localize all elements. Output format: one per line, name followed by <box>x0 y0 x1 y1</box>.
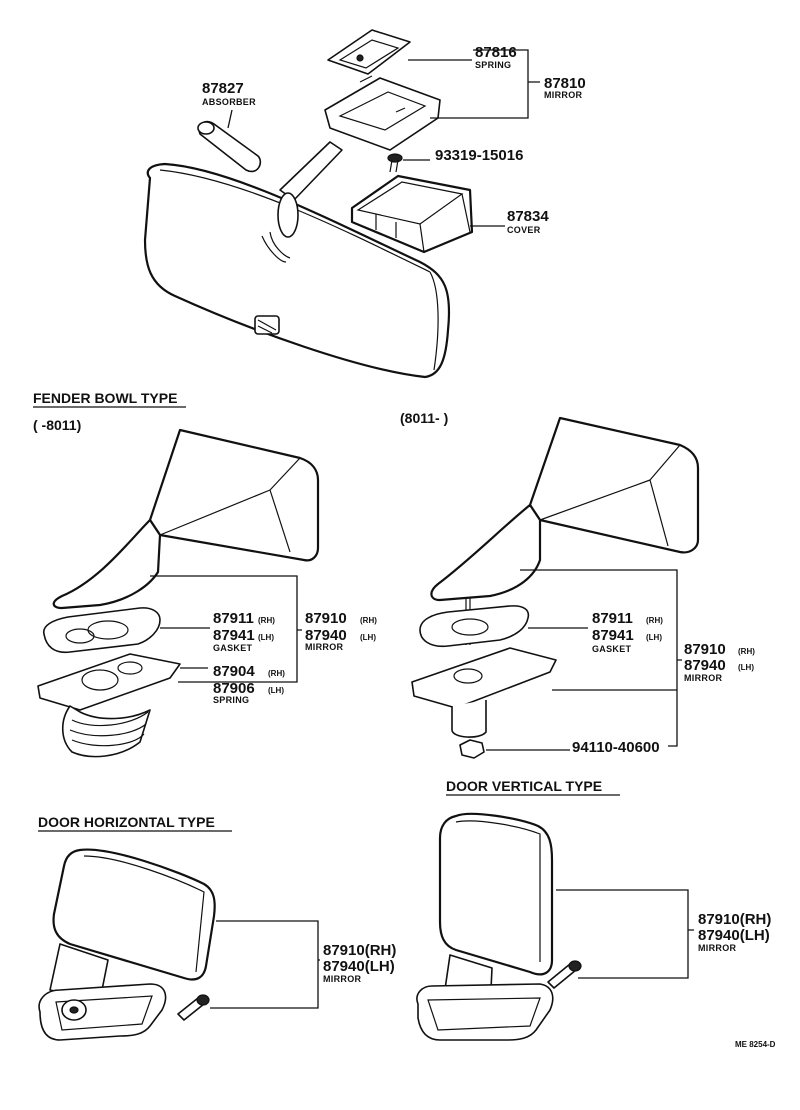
screw-93319 <box>387 153 403 173</box>
section-title-fender-bowl: FENDER BOWL TYPE <box>33 390 177 406</box>
label-87906: 87906 <box>213 680 255 697</box>
diagram-code: ME 8254-D <box>735 1040 776 1049</box>
label-87940-early: 87940 <box>305 627 347 644</box>
spring-base-87904 <box>37 653 181 711</box>
base-plate-late <box>411 647 557 709</box>
label-87827: 87827 <box>202 80 244 97</box>
mirror-stem <box>279 141 343 201</box>
door-horizontal-mirror <box>38 848 216 1041</box>
label-mirror-vertical: MIRROR <box>698 943 736 953</box>
spring-87816 <box>327 29 411 75</box>
fender-mirror-head-early <box>148 428 320 562</box>
label-rh: (RH) <box>646 616 663 625</box>
label-lh: (LH) <box>268 686 284 695</box>
fender-mirror-head-late <box>528 416 700 554</box>
fender-mirror-early <box>37 428 320 758</box>
label-spring-early: SPRING <box>213 695 249 705</box>
label-87910-horizontal: 87910(RH) <box>323 942 396 959</box>
label-94110: 94110-40600 <box>572 739 660 756</box>
period-late: (8011- ) <box>400 410 448 426</box>
fender-mirror-arm-late <box>430 503 542 602</box>
label-87911-late: 87911 <box>592 610 633 627</box>
inner-mirror-assembly <box>143 29 474 379</box>
label-lh: (LH) <box>738 663 754 672</box>
label-cover: COVER <box>507 225 541 235</box>
label-87816: 87816 <box>475 44 517 61</box>
door-vertical-mirror <box>416 812 582 1041</box>
label-gasket-late: GASKET <box>592 644 632 654</box>
section-title-door-vertical: DOOR VERTICAL TYPE <box>446 778 602 794</box>
label-spring: SPRING <box>475 60 511 70</box>
label-87941-late: 87941 <box>592 627 634 644</box>
label-87940-horizontal: 87940(LH) <box>323 958 395 975</box>
gasket-87911-late <box>419 605 530 648</box>
door-horizontal-base <box>38 983 167 1041</box>
base-stud-late <box>451 700 487 738</box>
label-87940-late: 87940 <box>684 657 726 674</box>
label-87834: 87834 <box>507 208 549 225</box>
label-mirror-top: MIRROR <box>544 90 582 100</box>
label-lh: (LH) <box>258 633 274 642</box>
label-87910-early: 87910 <box>305 610 347 627</box>
door-horizontal-mirror-head <box>52 848 216 981</box>
section-title-door-horizontal: DOOR HORIZONTAL TYPE <box>38 814 215 830</box>
label-mirror-early: MIRROR <box>305 642 343 652</box>
fender-mirror-late <box>411 416 700 759</box>
label-mirror-late: MIRROR <box>684 673 722 683</box>
label-87910-vertical: 87910(RH) <box>698 911 771 928</box>
label-rh: (RH) <box>360 616 377 625</box>
door-vertical-base <box>416 983 554 1041</box>
label-87941-early: 87941 <box>213 627 255 644</box>
label-87911-early: 87911 <box>213 610 254 627</box>
screw-vertical <box>547 960 582 989</box>
nut-94110 <box>459 739 485 759</box>
door-vertical-mirror-head <box>438 812 554 976</box>
mirror-bracket-87810 <box>324 77 441 151</box>
label-87904: 87904 <box>213 663 255 680</box>
inner-mirror-body <box>143 162 451 379</box>
label-rh: (RH) <box>738 647 755 656</box>
label-rh: (RH) <box>258 616 275 625</box>
label-absorber: ABSORBER <box>202 97 256 107</box>
label-lh: (LH) <box>646 633 662 642</box>
screw-horizontal <box>177 994 210 1021</box>
label-87940-vertical: 87940(LH) <box>698 927 770 944</box>
fender-mirror-arm-early <box>52 518 162 610</box>
label-mirror-horizontal: MIRROR <box>323 974 361 984</box>
label-87910-late: 87910 <box>684 641 726 658</box>
label-93319: 93319-15016 <box>435 147 523 164</box>
label-87810: 87810 <box>544 75 586 92</box>
label-gasket-early: GASKET <box>213 643 253 653</box>
label-lh: (LH) <box>360 633 376 642</box>
spring-coil-87906 <box>61 705 151 758</box>
period-early: ( -8011) <box>33 417 81 433</box>
label-rh: (RH) <box>268 669 285 678</box>
gasket-87911-early <box>43 607 161 654</box>
